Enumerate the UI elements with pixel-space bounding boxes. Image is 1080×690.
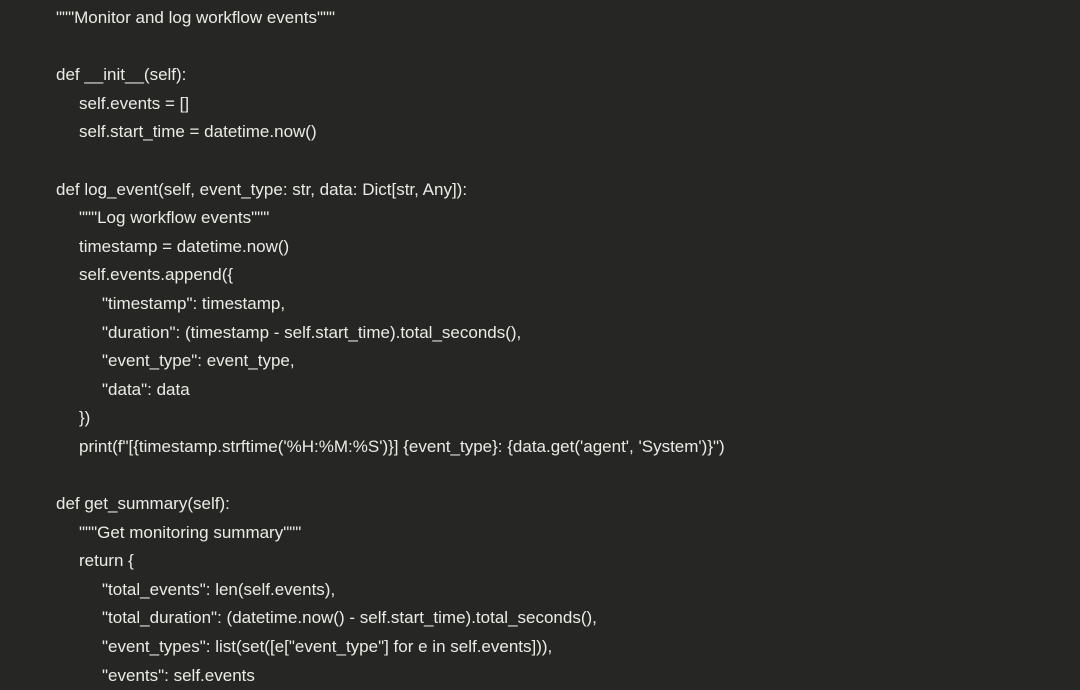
- code-line: "event_types": list(set([e["event_type"]…: [102, 637, 553, 657]
- code-line: return {: [79, 551, 134, 571]
- code-line: "data": data: [102, 379, 190, 399]
- code-line: "total_events": len(self.events),: [102, 579, 336, 599]
- code-line: """Get monitoring summary""": [79, 522, 302, 542]
- code-line: "events": self.events: [102, 665, 255, 685]
- code-view: """Monitor and log workflow events""" def…: [56, 4, 1080, 690]
- code-line: def __init__(self):: [56, 65, 187, 85]
- code-line: "total_duration": (datetime.now() - self…: [102, 608, 597, 628]
- code-line: def get_summary(self):: [56, 494, 230, 514]
- code-line: [56, 147, 1080, 176]
- code-line: "duration": (timestamp - self.start_time…: [102, 322, 522, 342]
- code-line: [56, 33, 1080, 62]
- code-line: [56, 462, 1080, 491]
- code-line: "timestamp": timestamp,: [102, 293, 286, 313]
- code-line: self.events.append({: [79, 265, 234, 285]
- code-line: self.start_time = datetime.now(): [79, 122, 317, 142]
- code-line: """Log workflow events""": [79, 208, 270, 228]
- code-line: print(f"[{timestamp.strftime('%H:%M:%S')…: [79, 436, 725, 456]
- code-line: "event_type": event_type,: [102, 351, 295, 371]
- code-line: """Monitor and log workflow events""": [56, 8, 336, 27]
- code-line: def log_event(self, event_type: str, dat…: [56, 179, 468, 199]
- code-line: self.events = []: [79, 93, 190, 113]
- code-line: }): [79, 408, 91, 428]
- code-line: timestamp = datetime.now(): [79, 236, 290, 256]
